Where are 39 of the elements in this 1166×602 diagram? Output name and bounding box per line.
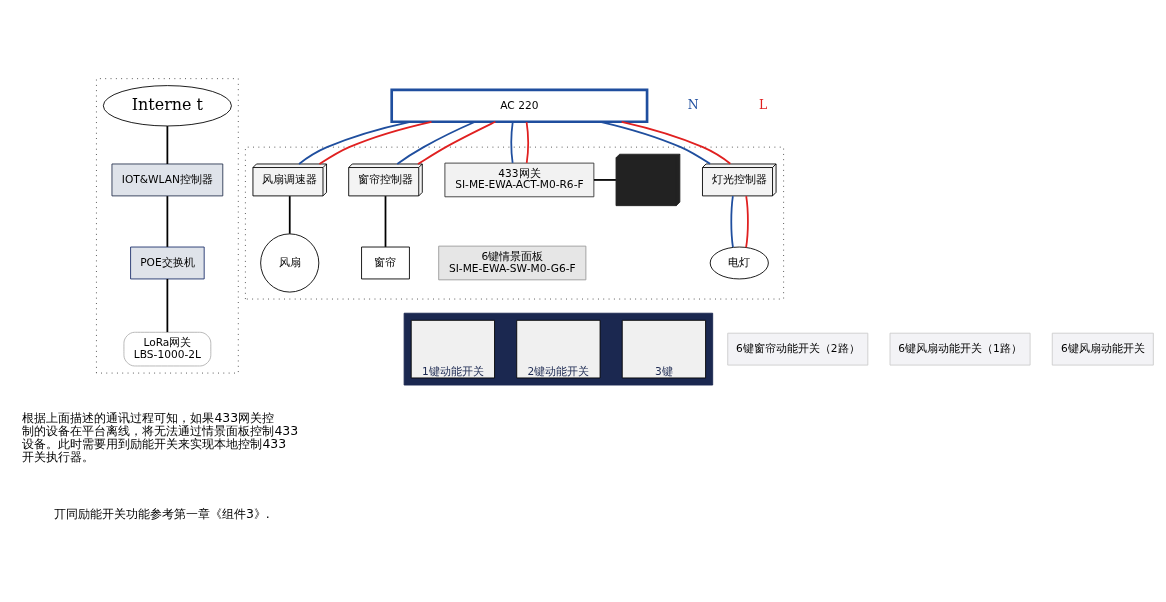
connector	[298, 120, 412, 165]
node-box: 3键	[621, 319, 707, 379]
connector	[525, 121, 529, 164]
connector	[599, 120, 711, 165]
connector	[166, 278, 169, 334]
label: 根据上面描述的通讯过程可知，如果433网关控制的设备在平台离线，将无法通过情景面板控制433设备。此时需要用到励能开关来实现本地控制433开关执行器。	[22, 409, 299, 465]
connector	[417, 120, 497, 165]
cluster	[403, 312, 714, 386]
connector	[396, 120, 477, 165]
node-ellipse: Interne t	[102, 85, 232, 127]
connector	[384, 195, 387, 248]
node-box: 6键风扇动能开关（1路）	[889, 332, 1031, 366]
connector	[318, 120, 433, 165]
node-box: 6键窗帘动能开关（2路）	[727, 332, 869, 366]
node-box: 1键动能开关	[410, 319, 495, 379]
node-box: 433网关 SI-ME-EWA-ACT-M0-R6-F	[444, 162, 595, 198]
node-box: 6键风扇动能开关	[1051, 332, 1154, 366]
connector	[166, 125, 169, 165]
connector	[745, 195, 749, 249]
connector	[288, 195, 291, 235]
connector	[730, 195, 734, 249]
connector	[620, 120, 732, 165]
label: N	[687, 97, 699, 113]
connector	[510, 121, 514, 164]
label: 丌同励能开关功能参考第一章《组件3》.	[53, 505, 270, 521]
node-box: 6键情景面板 SI-ME-EWA-SW-M0-G6-F	[438, 245, 587, 281]
cluster	[244, 146, 785, 300]
node-box: 窗帘	[361, 246, 410, 280]
connector	[166, 195, 169, 248]
connector	[593, 179, 617, 181]
node-box: AC 220	[390, 88, 649, 124]
node-box: LoRa网关 LBS-1000-2L	[123, 331, 212, 367]
node-ellipse: 电灯	[709, 246, 769, 280]
label: L	[759, 97, 768, 113]
node-circle: 风扇	[260, 233, 320, 293]
node-box: 2键动能开关	[516, 319, 601, 379]
node-box: IOT&WLAN控制器	[111, 163, 224, 197]
cluster	[96, 78, 239, 374]
node-box: POE交换机	[130, 246, 205, 280]
